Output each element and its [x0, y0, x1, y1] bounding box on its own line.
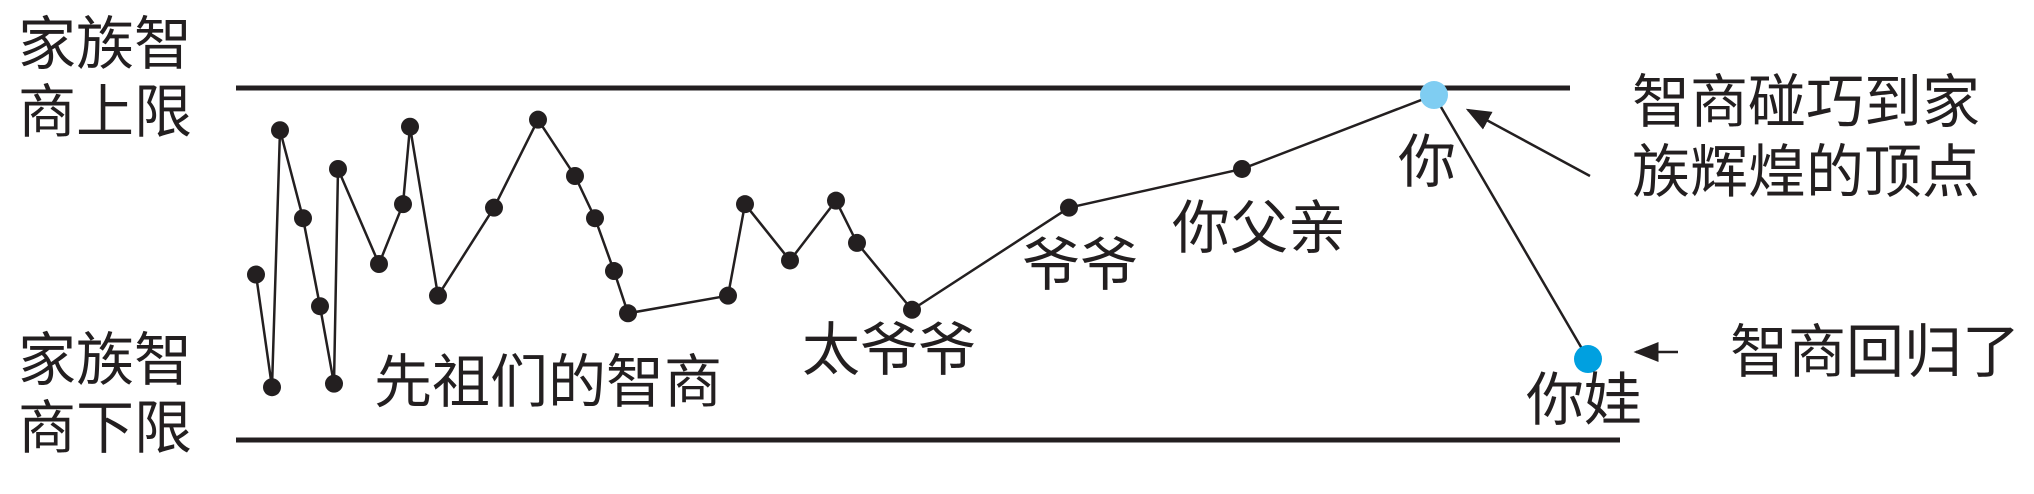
label-father: 你父亲	[1172, 194, 1346, 262]
data-point	[271, 121, 289, 140]
data-point-last	[1574, 345, 1602, 374]
peak-annotation-arrow	[1465, 108, 1591, 178]
data-point	[827, 191, 845, 210]
label-ancestors: 先祖们的智商	[374, 348, 722, 416]
data-point	[719, 286, 737, 305]
data-point	[1233, 159, 1251, 178]
data-point-peak	[1420, 81, 1448, 110]
lower-bound-label-line2: 商下限	[18, 394, 192, 462]
label-your-child: 你娃	[1526, 366, 1642, 434]
regression-annotation-text: 智商回归了	[1730, 318, 2020, 386]
label-you: 你	[1398, 128, 1456, 196]
upper-bound-label-line2: 商上限	[18, 78, 192, 146]
data-point	[429, 286, 447, 305]
data-point	[619, 304, 637, 323]
iq-points	[247, 81, 1602, 397]
label-grandpa: 爷爷	[1022, 231, 1138, 299]
data-point	[329, 159, 347, 178]
data-point	[605, 262, 623, 281]
data-point	[586, 209, 604, 228]
data-point	[485, 198, 503, 217]
data-point	[311, 297, 329, 316]
data-point	[401, 117, 419, 136]
data-point	[529, 110, 547, 129]
data-point	[294, 209, 312, 228]
data-point	[1060, 198, 1078, 217]
lower-bound-label-line1: 家族智	[18, 326, 192, 394]
data-point	[566, 167, 584, 185]
data-point	[736, 195, 754, 214]
data-point	[263, 378, 281, 397]
upper-bound-label-line1: 家族智	[18, 10, 192, 78]
data-point	[394, 195, 412, 214]
data-point	[781, 251, 799, 270]
label-great-grandpa: 太爷爷	[802, 316, 976, 384]
data-point	[325, 374, 343, 393]
data-point	[848, 233, 866, 252]
peak-annotation-line2: 族辉煌的顶点	[1632, 138, 1980, 206]
data-point	[370, 255, 388, 273]
peak-annotation-line1: 智商碰巧到家	[1632, 68, 1980, 136]
data-point	[903, 300, 921, 319]
data-point	[247, 265, 265, 284]
